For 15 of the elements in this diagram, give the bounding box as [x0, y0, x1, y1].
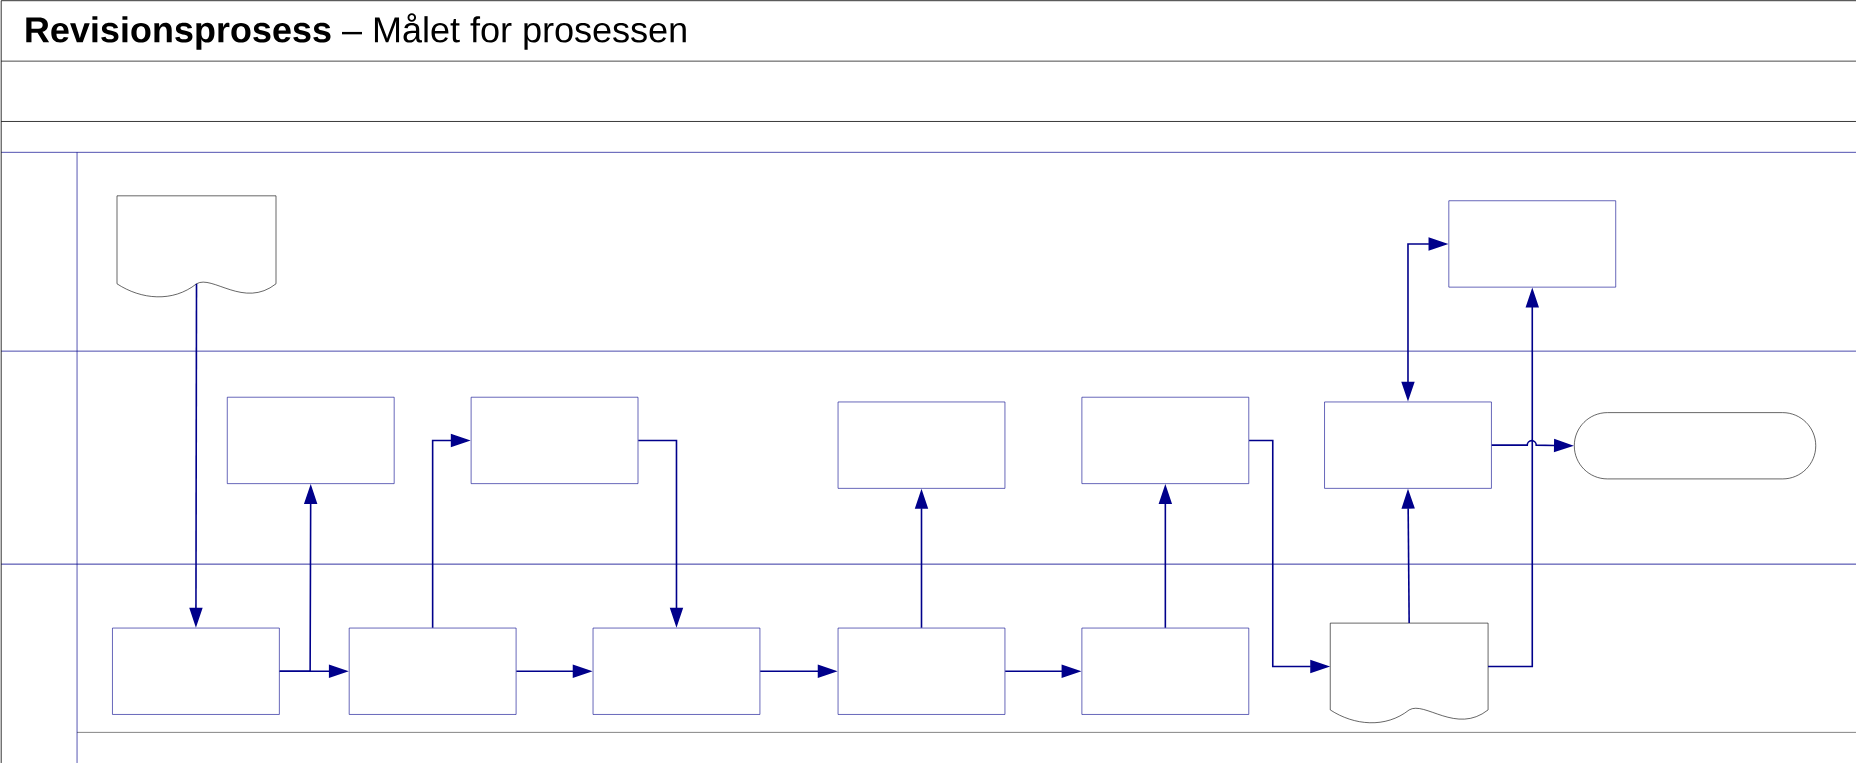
process-box — [470, 396, 639, 484]
terminator-shape — [1574, 412, 1817, 480]
process-box — [112, 627, 280, 715]
process-box — [348, 627, 517, 715]
process-box — [1081, 627, 1250, 715]
title: Revisionsprosess – Målet for prosessen — [26, 13, 686, 50]
process-box — [227, 396, 395, 484]
process-box — [592, 627, 761, 715]
process-box — [1324, 401, 1492, 489]
process-box — [1448, 200, 1616, 288]
process-box — [837, 401, 1006, 489]
document-shape — [116, 195, 277, 298]
process-box — [1081, 396, 1250, 484]
process-box — [837, 627, 1006, 715]
document-shape — [1329, 622, 1489, 724]
